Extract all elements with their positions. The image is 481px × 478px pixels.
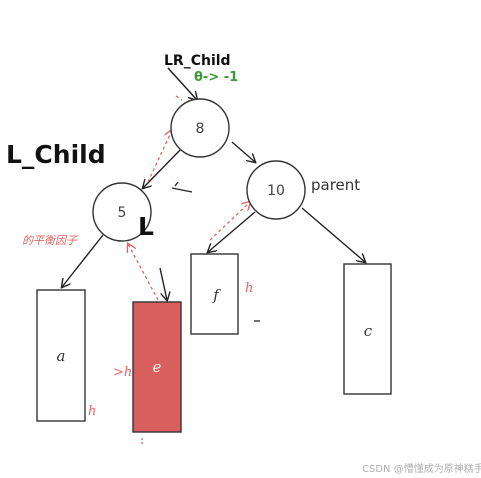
edge-stub-mark (171, 187, 193, 193)
subtree-f (190, 253, 239, 335)
dashed-arrow-e-to-5 (128, 244, 159, 301)
node-8-label: 8 (196, 121, 205, 137)
node-10-label: 10 (267, 183, 285, 199)
edge-8-to-10 (231, 141, 255, 162)
height-mark-e: >h (113, 365, 132, 380)
edge-5-to-a (62, 234, 104, 287)
parent-label: parent (311, 176, 361, 194)
height-mark-a: h (88, 404, 96, 419)
l-child-label: L_Child (6, 140, 106, 169)
dashed-arrow-5-to-8 (147, 130, 172, 183)
subtree-e (132, 301, 182, 433)
subtree-a (36, 289, 86, 422)
edge-10-to-c (301, 207, 365, 262)
subtree-c (343, 263, 392, 395)
balance-factor-label: 的平衡因子 (22, 234, 77, 247)
theta-label: θ-> -1 (194, 70, 239, 85)
l-mark-label: L (138, 212, 154, 241)
subtree-a-label: a (57, 347, 66, 365)
node-5 (92, 182, 152, 242)
edge-5-to-e (159, 267, 167, 300)
subtree-f-label: f (212, 286, 221, 304)
watermark: CSDN @懵懂成为原神糕手 (362, 464, 481, 475)
height-mark-f: h (245, 281, 253, 296)
subtree-c-label: c (364, 322, 373, 340)
subtree-e-label: e (153, 358, 162, 376)
node-10 (246, 160, 306, 220)
dashed-mark-8-top (175, 95, 183, 101)
node-5-label: 5 (118, 205, 127, 221)
node-8 (170, 98, 230, 158)
edge-10-to-f (208, 211, 256, 252)
arrow-lr-child-to-8 (167, 67, 197, 100)
edge-8-to-5 (143, 144, 186, 188)
edge-stub-mark-2 (174, 181, 179, 187)
lr-child-label: LR_Child (164, 53, 231, 69)
